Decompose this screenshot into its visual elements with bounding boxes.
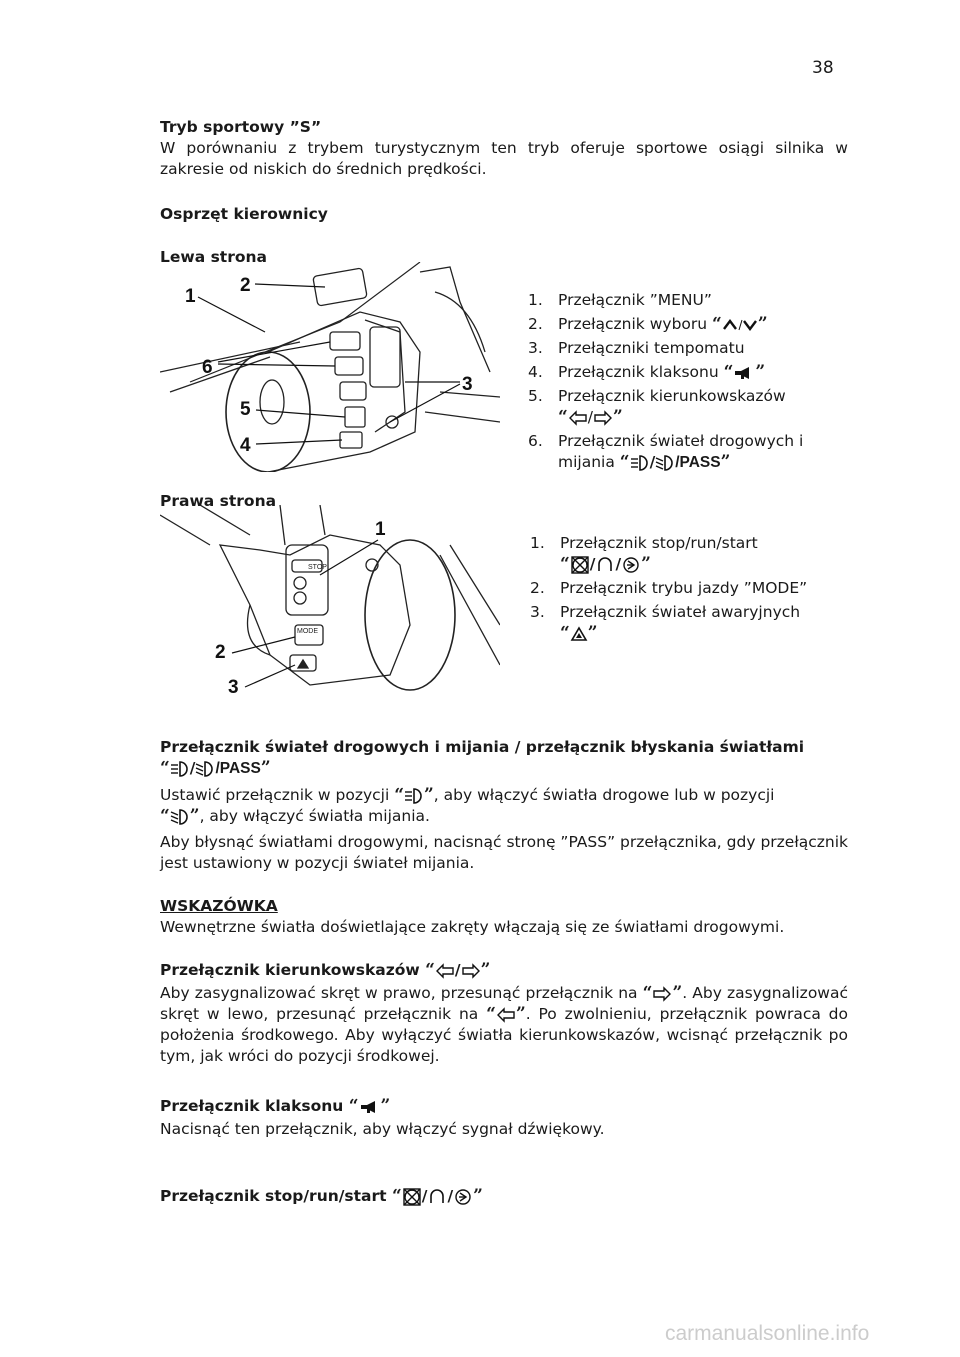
turn-left-icon <box>569 410 587 425</box>
list-item: 1.Przełącznik stop/run/start “//” <box>530 534 758 574</box>
stop-icon <box>571 555 589 574</box>
low-beam-icon <box>195 760 214 777</box>
low-beam-icon <box>655 454 674 471</box>
list-item: 2.Przełącznik wyboru “” <box>528 314 768 334</box>
callout-1: 1 <box>375 519 386 540</box>
callout-4: 4 <box>240 435 251 456</box>
high-beam-icon <box>404 787 422 804</box>
up-down-chevron-icon <box>722 318 757 331</box>
list-item: 1.Przełącznik ”MENU” <box>528 291 712 309</box>
right-parts-list: 1.Przełącznik stop/run/start “//” 2.Prze… <box>530 533 842 647</box>
mode-label: MODE <box>297 628 318 635</box>
horn-icon <box>735 366 750 379</box>
stop-icon <box>403 1187 421 1206</box>
run-icon <box>598 556 613 572</box>
turn-right-icon <box>594 410 612 425</box>
watermark: carmanualsonline.info <box>665 1322 870 1345</box>
right-side-title: Prawa strona <box>160 492 277 510</box>
note-title: WSKAZÓWKA <box>160 897 278 915</box>
list-item: 2.Przełącznik trybu jazdy ”MODE” <box>530 579 808 597</box>
headlight-section-title: Przełącznik świateł drogowych i mijania … <box>160 738 805 778</box>
horn-title: Przełącznik klaksonu “” <box>160 1096 391 1116</box>
sport-mode-title: Tryb sportowy ”S” <box>160 118 322 136</box>
stop-label: STOP <box>308 564 327 571</box>
start-icon <box>623 556 639 573</box>
callout-2: 2 <box>240 275 251 296</box>
callout-5: 5 <box>240 399 251 420</box>
left-side-title: Lewa strona <box>160 248 267 266</box>
high-beam-icon <box>169 760 188 777</box>
low-beam-icon <box>169 808 188 825</box>
turn-right-icon <box>461 963 480 978</box>
left-parts-list: 1.Przełącznik ”MENU” 2.Przełącznik wybor… <box>528 290 840 476</box>
callout-1: 1 <box>185 286 196 307</box>
high-beam-icon <box>629 454 648 471</box>
callout-2: 2 <box>215 642 226 663</box>
handlebar-title: Osprzęt kierownicy <box>160 205 328 223</box>
list-item: 3.Przełączniki tempomatu <box>528 339 745 357</box>
right-switch-figure: STOP MODE 1 2 3 <box>160 505 500 698</box>
headlight-body-2: Aby błysnąć światłami drogowymi, nacisną… <box>160 833 848 872</box>
headlight-body-1: Ustawić przełącznik w pozycji “”, aby wł… <box>160 785 775 826</box>
page-number: 38 <box>812 58 834 78</box>
callout-6: 6 <box>202 357 213 378</box>
turn-left-icon <box>497 1007 515 1022</box>
turn-left-icon <box>436 963 454 978</box>
turn-right-icon <box>653 986 672 1001</box>
left-switch-figure: 1 2 3 4 5 6 <box>160 262 500 472</box>
note-body: Wewnętrzne światła doświetlające zakręty… <box>160 918 785 936</box>
list-item: 3.Przełącznik świateł awaryjnych “” <box>530 603 801 643</box>
list-item: 5.Przełącznik kierunkowskazów “/” <box>528 387 786 427</box>
run-icon <box>430 1188 445 1204</box>
horn-body: Nacisnąć ten przełącznik, aby włączyć sy… <box>160 1120 605 1138</box>
callout-3: 3 <box>462 374 473 395</box>
list-item: 6.Przełącznik świateł drogowych i mijani… <box>528 432 804 472</box>
turn-signal-body: Aby zasygnalizować skręt w prawo, przesu… <box>160 983 848 1065</box>
horn-icon <box>360 1100 375 1113</box>
turn-signal-title: Przełącznik kierunkowskazów “/” <box>160 960 491 980</box>
callout-3: 3 <box>228 677 239 698</box>
sport-mode-body: W porównaniu z trybem turystycznym ten t… <box>160 139 848 178</box>
stop-run-start-title: Przełącznik stop/run/start “//” <box>160 1186 483 1206</box>
list-item: 4.Przełącznik klaksonu “” <box>528 362 766 382</box>
hazard-icon <box>570 625 588 641</box>
start-icon <box>455 1188 471 1205</box>
